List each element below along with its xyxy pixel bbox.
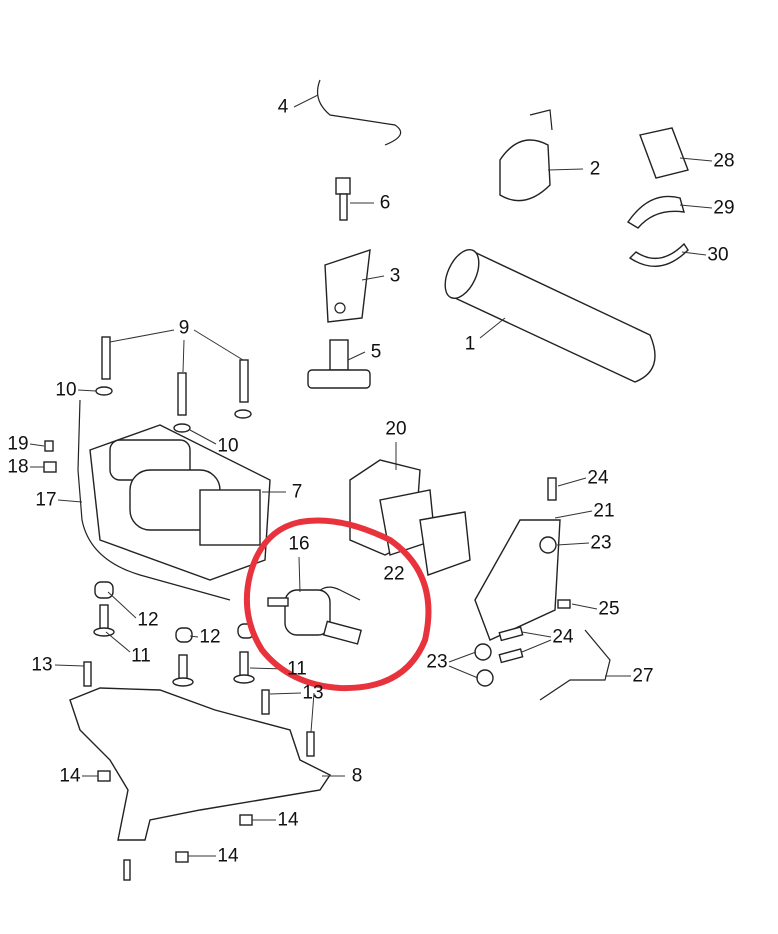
callout-29: 29 [713, 197, 735, 219]
callout-19: 19 [7, 433, 29, 455]
callout-11: 11 [287, 658, 307, 680]
part-4-hose [317, 79, 402, 146]
part-21-bracket [474, 519, 561, 641]
part-22-gasket [419, 511, 471, 576]
part-29-clamp [627, 195, 685, 229]
callout-7: 7 [291, 481, 303, 503]
part-13-bolt [83, 661, 92, 687]
callout-13: 13 [31, 654, 53, 676]
callout-4: 4 [277, 96, 289, 118]
part-10-washer [173, 423, 191, 433]
callout-9: 9 [178, 317, 190, 339]
part-24-bolt [547, 477, 557, 501]
callout-5: 5 [370, 341, 382, 363]
callout-23: 23 [590, 532, 612, 554]
callout-27: 27 [632, 665, 654, 687]
part-24-bolt [498, 648, 524, 664]
part-2-clamp [499, 139, 551, 202]
callout-12: 12 [137, 609, 159, 631]
callout-30: 30 [707, 244, 729, 266]
part-23-grommet [476, 669, 494, 687]
part-30-strap [628, 242, 689, 267]
callout-17: 17 [35, 489, 57, 511]
callout-2: 2 [589, 158, 601, 180]
part-11-mount [233, 651, 255, 684]
callout-18: 18 [7, 456, 29, 478]
part-24-bolt [498, 626, 524, 642]
part-6-bolt [335, 177, 351, 221]
callout-21: 21 [593, 500, 615, 522]
part-3-bracket [324, 248, 371, 323]
callout-6: 6 [379, 192, 391, 214]
part-11-mount [172, 654, 194, 687]
callout-24: 24 [552, 626, 574, 648]
part-25-screw [557, 599, 571, 609]
part-14-nut [175, 851, 189, 863]
part-9-bolts [101, 336, 249, 416]
callout-25: 25 [598, 598, 620, 620]
callout-11: 11 [131, 645, 151, 667]
callout-3: 3 [389, 265, 401, 287]
part-18-clip [43, 461, 57, 473]
part-7-compressor [89, 424, 271, 581]
part-13-bolt [306, 731, 315, 757]
callout-16: 16 [288, 533, 310, 555]
callout-10: 10 [217, 435, 239, 457]
callout-10: 10 [55, 379, 77, 401]
callout-8: 8 [351, 765, 363, 787]
highlight-circle [243, 517, 432, 692]
leader-lines [29, 94, 713, 857]
part-23-grommet [539, 536, 557, 554]
callout-1: 1 [464, 333, 476, 355]
part-17-harness [77, 399, 231, 601]
part-19-screw [44, 440, 54, 452]
part-16-air-dryer [267, 586, 362, 645]
part-5-tee-valve [307, 339, 371, 389]
part-14-nut [239, 814, 253, 826]
part-13-bolt [261, 689, 270, 715]
callout-12: 12 [199, 626, 221, 648]
part-10-washer [234, 409, 252, 419]
part-8-frame [69, 687, 332, 841]
part-27-hose [539, 629, 611, 701]
callout-14: 14 [217, 845, 239, 867]
callout-23: 23 [426, 651, 448, 673]
part-bolt [123, 859, 131, 881]
part-14-nut [97, 770, 111, 782]
part-11-mount [93, 604, 115, 637]
part-12-spring [175, 627, 193, 643]
callout-28: 28 [713, 150, 735, 172]
callout-13: 13 [302, 682, 324, 704]
callout-24: 24 [587, 467, 609, 489]
callout-14: 14 [277, 809, 299, 831]
callout-14: 14 [59, 765, 81, 787]
part-1-air-tank [444, 249, 656, 383]
part-10-washer [95, 386, 113, 396]
part-28-bracket [639, 127, 689, 179]
part-12-spring [94, 581, 114, 599]
callout-20: 20 [385, 418, 407, 440]
part-23-grommet [474, 643, 492, 661]
callout-22: 22 [383, 563, 405, 585]
